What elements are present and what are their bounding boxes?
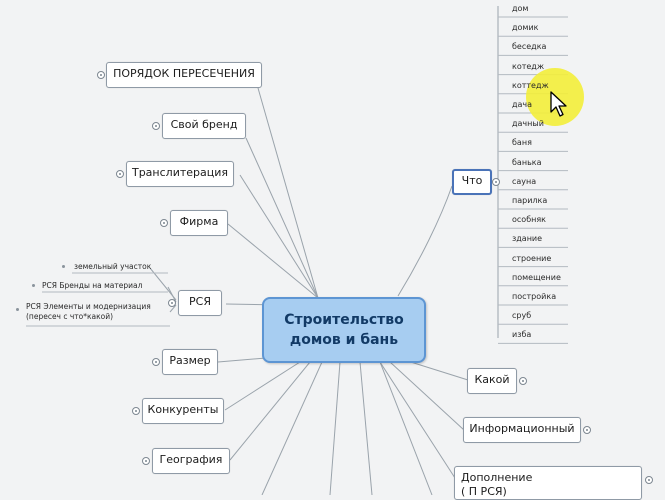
bullet-brands <box>32 284 35 287</box>
subtopic-elements[interactable]: РСЯ Элементы и модернизация (пересеч с ч… <box>26 302 151 322</box>
subtopic-land[interactable]: земельный участок <box>74 262 152 271</box>
what-child-item[interactable]: помещение <box>512 272 561 282</box>
what-child-item[interactable]: банька <box>512 157 542 167</box>
topic-transliteration[interactable]: Транслитерация <box>126 161 234 187</box>
what-child-item[interactable]: сауна <box>512 176 537 186</box>
topic-which[interactable]: Какой <box>467 368 517 394</box>
collapse-toggle-informational[interactable] <box>583 426 591 434</box>
what-child-item[interactable]: дачный <box>512 119 544 129</box>
what-child-item[interactable]: особняк <box>512 215 546 225</box>
collapse-toggle-rsya[interactable] <box>168 299 176 307</box>
central-topic[interactable]: Строительство домов и бань <box>262 297 426 363</box>
bullet-land <box>62 265 65 268</box>
what-child-item[interactable]: коттедж <box>512 80 549 90</box>
mouse-cursor-icon <box>550 91 567 117</box>
subtopic-brands[interactable]: РСЯ Бренды на материал <box>42 281 143 290</box>
topic-own-brand[interactable]: Свой бренд <box>162 113 246 139</box>
what-child-item[interactable]: беседка <box>512 42 547 52</box>
collapse-toggle-size[interactable] <box>152 358 160 366</box>
what-child-item[interactable]: баня <box>512 138 532 148</box>
subtopic-elements-line-2: (пересеч с что*какой) <box>26 312 114 321</box>
collapse-toggle-competitors[interactable] <box>132 407 140 415</box>
topic-addition-line-1: Дополнение <box>461 471 533 484</box>
collapse-toggle-own-brand[interactable] <box>152 122 160 130</box>
collapse-toggle-order[interactable] <box>97 71 105 79</box>
what-child-item[interactable]: сруб <box>512 311 532 321</box>
what-child-item[interactable]: изба <box>512 330 532 340</box>
bullet-elements <box>16 308 19 311</box>
what-child-item[interactable]: дача <box>512 100 533 109</box>
what-child-item[interactable]: парилка <box>512 196 548 205</box>
what-child-item[interactable]: постройка <box>512 292 557 301</box>
topic-competitors[interactable]: Конкуренты <box>142 398 224 424</box>
collapse-toggle-addition[interactable] <box>645 476 653 484</box>
topic-order[interactable]: ПОРЯДОК ПЕРЕСЕЧЕНИЯ <box>106 62 262 88</box>
collapse-toggle-firm[interactable] <box>160 219 168 227</box>
topic-size[interactable]: Размер <box>162 349 218 375</box>
topic-addition[interactable]: Дополнение ( П РСЯ) <box>454 466 642 500</box>
collapse-toggle-geography[interactable] <box>142 457 150 465</box>
topic-firm[interactable]: Фирма <box>170 210 228 236</box>
topic-informational[interactable]: Информационный <box>463 417 581 443</box>
what-child-item[interactable]: котедж <box>512 61 545 71</box>
central-topic-line-2: домов и бань <box>289 332 399 348</box>
what-child-item[interactable]: здание <box>512 234 543 244</box>
topic-addition-line-2: ( П РСЯ) <box>461 485 507 498</box>
central-topic-line-1: Строительство <box>284 312 404 328</box>
collapse-toggle-which[interactable] <box>519 377 527 385</box>
topic-geography[interactable]: География <box>152 448 230 474</box>
subtopic-elements-line-1: РСЯ Элементы и модернизация <box>26 302 151 311</box>
topic-rsya[interactable]: РСЯ <box>178 290 222 316</box>
collapse-toggle-transliteration[interactable] <box>116 170 124 178</box>
topic-what[interactable]: Что <box>452 169 492 195</box>
what-child-item[interactable]: строение <box>512 253 552 263</box>
what-child-item[interactable]: дом <box>512 4 529 13</box>
collapse-toggle-what[interactable] <box>492 178 500 186</box>
what-child-item[interactable]: домик <box>512 23 539 33</box>
